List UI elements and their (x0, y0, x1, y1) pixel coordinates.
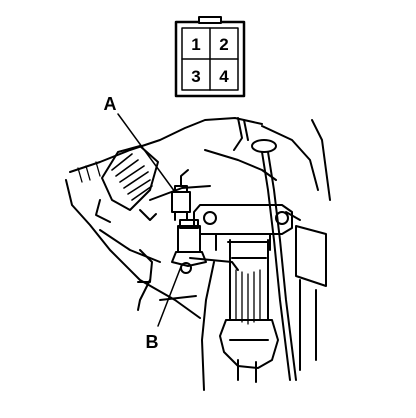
callout-a-label: A (104, 94, 117, 114)
lower-engine (137, 119, 331, 391)
side-block (285, 211, 327, 371)
control-cable (251, 139, 297, 381)
engine-housing (65, 117, 319, 319)
connector-face (174, 16, 246, 98)
sensor-body (171, 219, 239, 274)
callout-b-leader (157, 263, 183, 327)
connector-pin-1: 1 (191, 35, 200, 54)
connector-pin-3: 3 (191, 67, 200, 86)
callout-a-leader (117, 113, 176, 193)
distributor-shaft (219, 239, 279, 383)
harness-connector (171, 169, 191, 221)
connector-pin-2: 2 (219, 35, 228, 54)
corrugated-hose (95, 145, 159, 223)
connector-pin-4: 4 (219, 67, 229, 86)
mounting-bracket (193, 204, 293, 251)
callout-b-label: B (146, 332, 159, 352)
